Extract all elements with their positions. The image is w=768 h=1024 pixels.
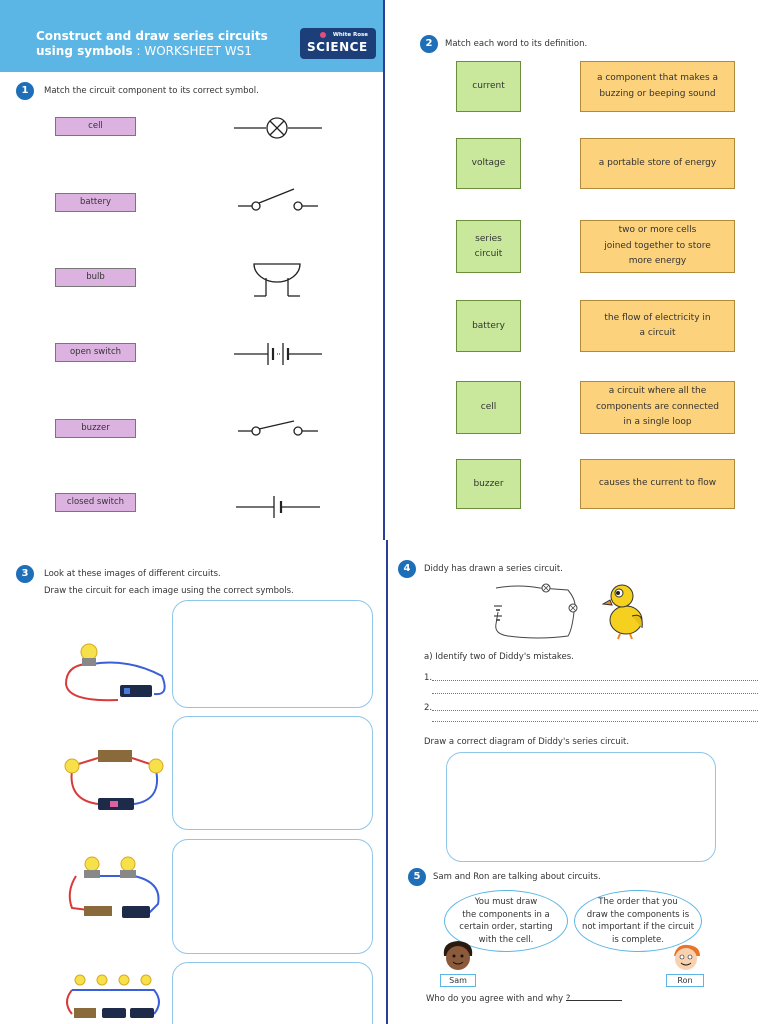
question-1-number: 1 bbox=[16, 82, 34, 100]
q3-answer-box-3[interactable] bbox=[172, 839, 373, 954]
sam-name-label: Sam bbox=[440, 974, 476, 987]
battery-symbol[interactable] bbox=[232, 339, 324, 369]
page-divider-bottom bbox=[386, 540, 388, 1024]
circuit-picture-4 bbox=[66, 974, 160, 1018]
sam-avatar bbox=[443, 941, 473, 970]
q3-answer-box-2[interactable] bbox=[172, 716, 373, 830]
ron-name-label: Ron bbox=[666, 974, 704, 987]
word-card-buzzer[interactable]: buzzer bbox=[456, 459, 521, 509]
component-label-open-switch[interactable]: open switch bbox=[55, 343, 136, 362]
definition-card-6[interactable]: causes the current to flow bbox=[580, 459, 735, 509]
answer-2-line-1[interactable] bbox=[432, 710, 758, 711]
white-rose-science-logo: White Rose SCIENCE bbox=[300, 28, 376, 59]
q3-answer-box-4[interactable] bbox=[172, 962, 373, 1024]
definition-card-2[interactable]: a portable store of energy bbox=[580, 138, 735, 189]
q4-answer-box[interactable] bbox=[446, 752, 716, 862]
question-5-number: 5 bbox=[408, 868, 426, 886]
circuit-picture-3 bbox=[68, 856, 160, 918]
question-4-number: 4 bbox=[398, 560, 416, 578]
page-divider-top bbox=[383, 0, 385, 540]
component-label-bulb[interactable]: bulb bbox=[55, 268, 136, 287]
closed-switch-symbol[interactable] bbox=[236, 414, 320, 444]
word-card-current[interactable]: current bbox=[456, 61, 521, 112]
diddy-circuit-drawing bbox=[494, 583, 578, 639]
answer-2-line-2[interactable] bbox=[432, 721, 758, 722]
answer-1-line-1[interactable] bbox=[432, 680, 758, 681]
question-5-text: Sam and Ron are talking about circuits. bbox=[433, 872, 601, 882]
word-card-cell[interactable]: cell bbox=[456, 381, 521, 434]
question-3-number: 3 bbox=[16, 565, 34, 583]
question-4b-text: Draw a correct diagram of Diddy's series… bbox=[424, 737, 630, 747]
answer-2-label: 2. bbox=[424, 703, 433, 713]
diddy-duck-character bbox=[602, 584, 643, 640]
ron-avatar bbox=[674, 944, 700, 970]
buzzer-symbol[interactable] bbox=[250, 258, 304, 302]
question-3-text-line2: Draw the circuit for each image using th… bbox=[44, 586, 294, 596]
open-switch-symbol[interactable] bbox=[236, 186, 320, 218]
q3-answer-box-1[interactable] bbox=[172, 600, 373, 708]
bulb-symbol[interactable] bbox=[232, 115, 324, 141]
component-label-closed-switch[interactable]: closed switch bbox=[55, 493, 136, 512]
question-3-text-line1: Look at these images of different circui… bbox=[44, 569, 221, 579]
cell-symbol[interactable] bbox=[234, 494, 322, 520]
question-4-text: Diddy has drawn a series circuit. bbox=[424, 564, 563, 574]
rose-icon bbox=[320, 32, 326, 38]
question-4a-text: a) Identify two of Diddy's mistakes. bbox=[424, 652, 574, 662]
question-5-answer-line[interactable] bbox=[566, 1000, 622, 1001]
component-label-buzzer[interactable]: buzzer bbox=[55, 419, 136, 438]
component-label-cell[interactable]: cell bbox=[55, 117, 136, 136]
question-2-text: Match each word to its definition. bbox=[445, 39, 588, 49]
answer-1-line-2[interactable] bbox=[432, 693, 758, 694]
word-card-battery[interactable]: battery bbox=[456, 300, 521, 352]
question-1-text: Match the circuit component to its corre… bbox=[44, 86, 259, 96]
worksheet-title-line1: Construct and draw series circuits bbox=[36, 29, 268, 43]
circuit-picture-2 bbox=[64, 750, 164, 810]
component-label-battery[interactable]: battery bbox=[55, 193, 136, 212]
circuit-picture-1 bbox=[64, 643, 166, 702]
answer-1-label: 1. bbox=[424, 673, 433, 683]
question-2-number: 2 bbox=[420, 35, 438, 53]
word-card-voltage[interactable]: voltage bbox=[456, 138, 521, 189]
worksheet-header: Construct and draw series circuits using… bbox=[0, 0, 384, 72]
question-5-prompt: Who do you agree with and why ? bbox=[426, 994, 571, 1004]
worksheet-title-line2: using symbols : WORKSHEET WS1 bbox=[36, 44, 252, 58]
